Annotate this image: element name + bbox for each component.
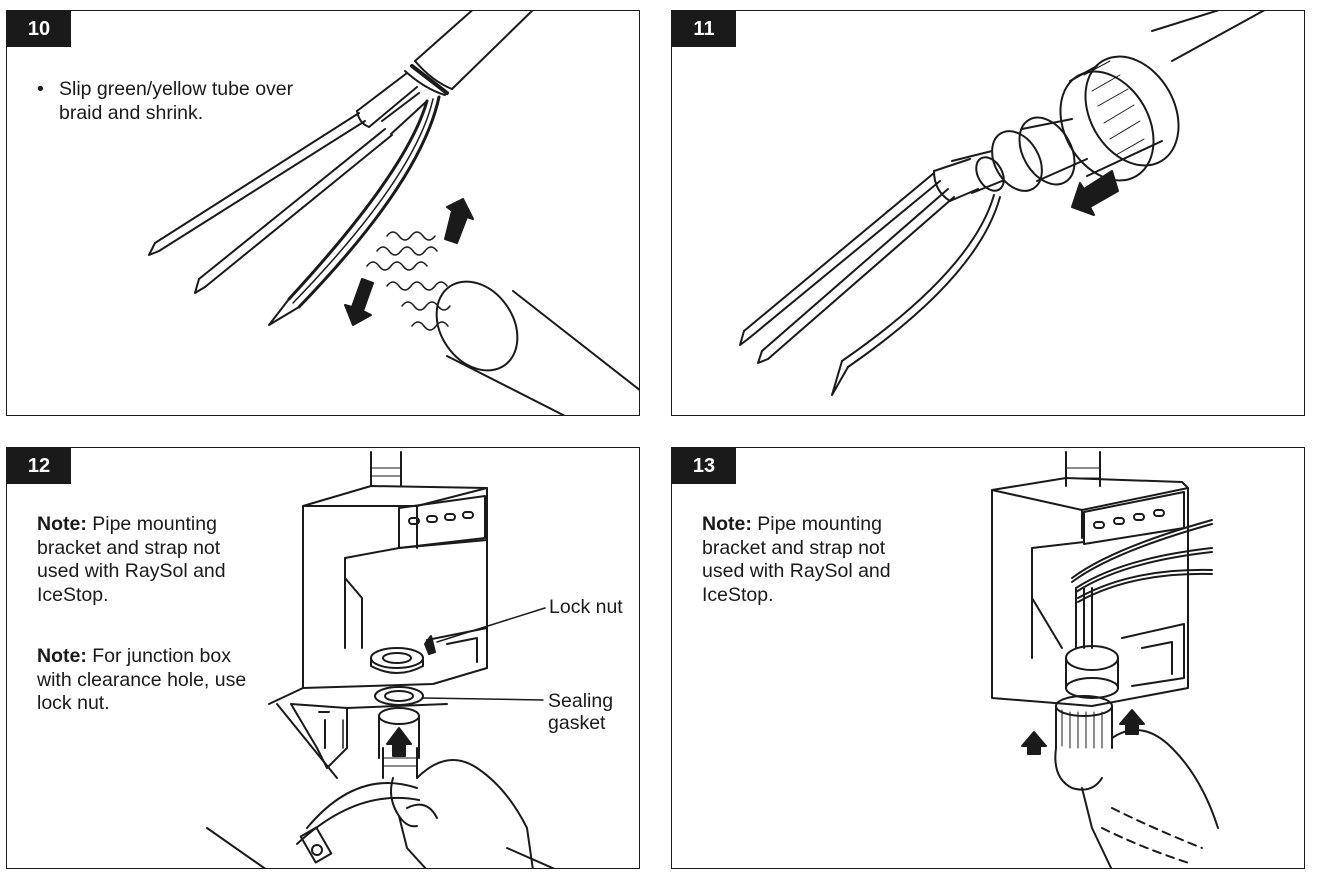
step-12-panel: 12 Note: Pipe mounting bracket and strap… <box>6 447 640 869</box>
step-10-instruction: • Slip green/yellow tube over braid and … <box>37 78 297 125</box>
sealing-label-line2: gasket <box>548 712 606 734</box>
sealing-label-line1: Sealing <box>548 690 614 712</box>
note-label: Note: <box>702 513 752 535</box>
note-label: Note: <box>37 513 87 535</box>
note-text: Pipe mounting bracket and strap not used… <box>702 513 891 606</box>
step-13-note-bracket: Note: Pipe mounting bracket and strap no… <box>702 513 932 607</box>
step-number-badge: 11 <box>672 11 736 47</box>
lock-nut-label: Lock nut <box>549 596 623 618</box>
step-12-note-lock-nut: Note: For junction box with clearance ho… <box>37 645 267 716</box>
note-text: Pipe mounting bracket and strap not used… <box>37 513 226 606</box>
note-text: For junction box with clearance hole, us… <box>37 645 247 714</box>
note-label: Note: <box>37 645 87 667</box>
junction-box-lock-nut-illustration <box>206 451 555 868</box>
bullet-dot-icon: • <box>37 78 44 100</box>
gland-into-box-illustration <box>991 451 1219 868</box>
cable-braid-shrink-illustration <box>148 11 639 415</box>
step-number-badge: 10 <box>7 11 71 47</box>
gland-nut-slide-illustration <box>739 11 1265 396</box>
step-11-panel: 11 <box>671 10 1305 416</box>
step-13-panel: 13 Note: Pipe mounting bracket and strap… <box>671 447 1305 869</box>
sealing-gasket-label: Sealing gasket <box>548 690 613 734</box>
step-10-panel: 10 • Slip green/yellow tube over braid a… <box>6 10 640 416</box>
step-10-instruction-text: Slip green/yellow tube over braid and sh… <box>59 78 294 124</box>
step-number-badge: 12 <box>7 448 71 484</box>
step-12-note-bracket: Note: Pipe mounting bracket and strap no… <box>37 513 267 607</box>
step-number-badge: 13 <box>672 448 736 484</box>
